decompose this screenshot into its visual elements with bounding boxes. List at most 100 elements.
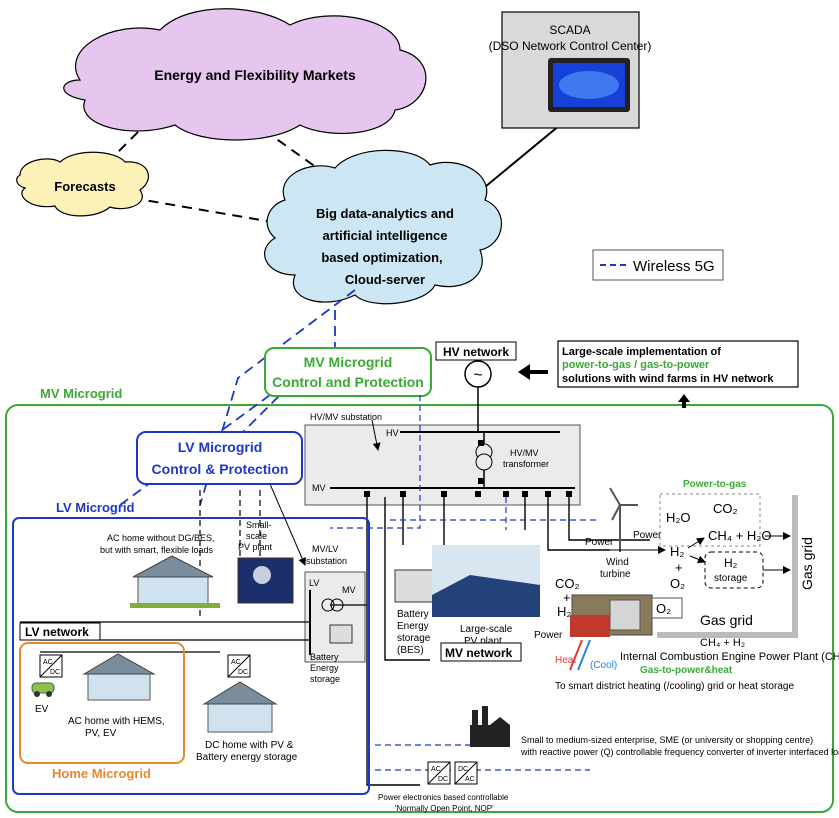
ac-home-hems-1: AC home with HEMS, — [68, 716, 165, 727]
large-pv-icon — [432, 545, 540, 617]
bigdata-line-4: Cloud-server — [345, 272, 425, 287]
markets-label: Energy and Flexibility Markets — [154, 67, 356, 83]
nop-ac-1: AC — [431, 766, 441, 773]
bes-3: storage — [397, 633, 431, 644]
ac-home-top-2: but with smart, flexible loads — [100, 545, 214, 555]
wind-turbine-icon — [609, 487, 638, 552]
mv-network-box — [440, 642, 522, 662]
bigdata-text: Big data-analytics and artificial intell… — [316, 206, 454, 287]
markets-cloud — [63, 8, 427, 141]
legend-wireless-label: Wireless 5G — [633, 258, 715, 275]
lv-control-line1: LV Microgrid — [178, 439, 263, 455]
factory-icon — [470, 706, 510, 747]
hvmv-transformer-1: HV/MV — [510, 448, 539, 458]
conv-ac-2: AC — [231, 659, 241, 666]
mv-sub-label: MV — [342, 585, 356, 595]
plus-label-2: + — [563, 590, 571, 605]
gas-grid-vertical: Gas grid — [799, 537, 815, 590]
nop-ac-2: AC — [465, 776, 475, 783]
bigdata-cloud — [264, 149, 502, 305]
large-scale-line2: power-to-gas / gas-to-power — [562, 359, 710, 371]
ac-home-hems-2: PV, EV — [85, 728, 117, 739]
sme-2: with reactive power (Q) controllable fre… — [520, 747, 839, 757]
power-label-1: Power — [585, 537, 614, 548]
bes-icon — [394, 569, 438, 603]
mv-control-line2: Control and Protection — [272, 374, 424, 390]
nop-line-2: 'Normally Open Point, NOP' — [395, 804, 494, 813]
co2-label-2: CO₂ — [555, 576, 580, 591]
hv-network-label: HV network — [443, 345, 509, 359]
breakers — [364, 440, 572, 497]
cool-arrow — [577, 639, 591, 671]
large-scale-box — [557, 340, 799, 388]
dc-home-1: DC home with PV & — [205, 740, 294, 751]
arrow-left — [518, 364, 548, 380]
bigdata-line-2: artificial intelligence — [323, 228, 448, 243]
house-icon-dc — [202, 681, 278, 733]
conv-dc-1: DC — [50, 669, 60, 676]
o2-label: O₂ — [670, 576, 685, 591]
nop-dc-2: DC — [458, 766, 468, 773]
large-pv-1: Large-scale — [460, 624, 513, 635]
lv-control-box — [136, 431, 303, 485]
power-to-gas-box — [659, 493, 761, 547]
gas-grid-label: Gas grid — [700, 612, 753, 628]
mvlv-substation-box — [304, 571, 366, 663]
heat-arrow — [569, 639, 583, 671]
house-icon-top — [130, 555, 220, 608]
bes-4: (BES) — [397, 645, 424, 656]
wind-turbine-2: turbine — [600, 569, 631, 580]
scada-title: SCADA — [549, 23, 590, 37]
solar-panel-icon-small — [237, 557, 294, 604]
o2-box — [651, 597, 683, 619]
mv-bus-label: MV — [312, 483, 326, 493]
lv-control-arrow — [269, 483, 306, 566]
ac-home-top-1: AC home without DG/BES, — [107, 533, 215, 543]
battery-storage-1: Battery — [310, 652, 339, 662]
scada-subtitle: (DSO Network Control Center) — [489, 39, 652, 53]
h2-storage-h2: H₂ — [724, 556, 738, 570]
mv-control-box — [264, 347, 432, 397]
lv-microgrid-label: LV Microgrid — [56, 500, 135, 515]
gas-to-power-label: Gas-to-power&heat — [640, 665, 733, 676]
transformer-coil-2 — [475, 453, 493, 471]
arrow-h2-ch4 — [687, 537, 705, 549]
battery-storage-2: Energy — [310, 663, 339, 673]
hvmv-transformer-2: transformer — [503, 459, 549, 469]
mv-dashed-feeders — [330, 395, 600, 771]
ev-label: EV — [35, 704, 49, 715]
mvlv-substation-1: MV/LV — [312, 544, 338, 554]
house-icon-hems — [82, 653, 156, 701]
sme-1: Small to medium-sized enterprise, SME (o… — [521, 735, 813, 745]
battery-storage-3: storage — [310, 674, 340, 684]
bes-2: Energy — [397, 621, 429, 632]
h2o-label-1: H₂O — [666, 510, 691, 525]
dc-home-2: Battery energy storage — [196, 752, 298, 763]
arrow-h2-storage — [689, 555, 706, 564]
arrow-substation — [371, 419, 381, 451]
power-label-2: Power — [633, 530, 662, 541]
nop-dc-1: DC — [438, 776, 448, 783]
lv-network-label: LV network — [25, 625, 89, 639]
chp-engine-icon — [570, 594, 653, 637]
mv-network-label: MV network — [445, 646, 513, 660]
arrow-up — [678, 394, 690, 408]
heat-label: Heat — [555, 655, 576, 666]
small-pv-1: Small- — [246, 520, 272, 530]
nop-line-1: Power electronics based controllable — [378, 793, 509, 802]
h2-storage-box — [704, 551, 764, 589]
forecasts-label: Forecasts — [54, 179, 115, 194]
bigdata-line-1: Big data-analytics and — [316, 206, 454, 221]
mv-control-line1: MV Microgrid — [304, 354, 393, 370]
hvmv-substation-label: HV/MV substation — [310, 412, 382, 422]
large-pv-2: PV plant — [464, 636, 502, 647]
lv-bus-label: LV — [309, 578, 319, 588]
home-microgrid-box — [19, 642, 185, 764]
mvlv-substation-2: substation — [306, 556, 347, 566]
small-pv-2: scale — [246, 531, 267, 541]
gas-grid-pipe — [657, 495, 798, 638]
lv-control-line2: Control & Protection — [152, 461, 289, 477]
converter-home: AC DC — [39, 654, 63, 678]
conv-ac-1: AC — [43, 659, 53, 666]
bes-1: Battery — [397, 609, 429, 620]
